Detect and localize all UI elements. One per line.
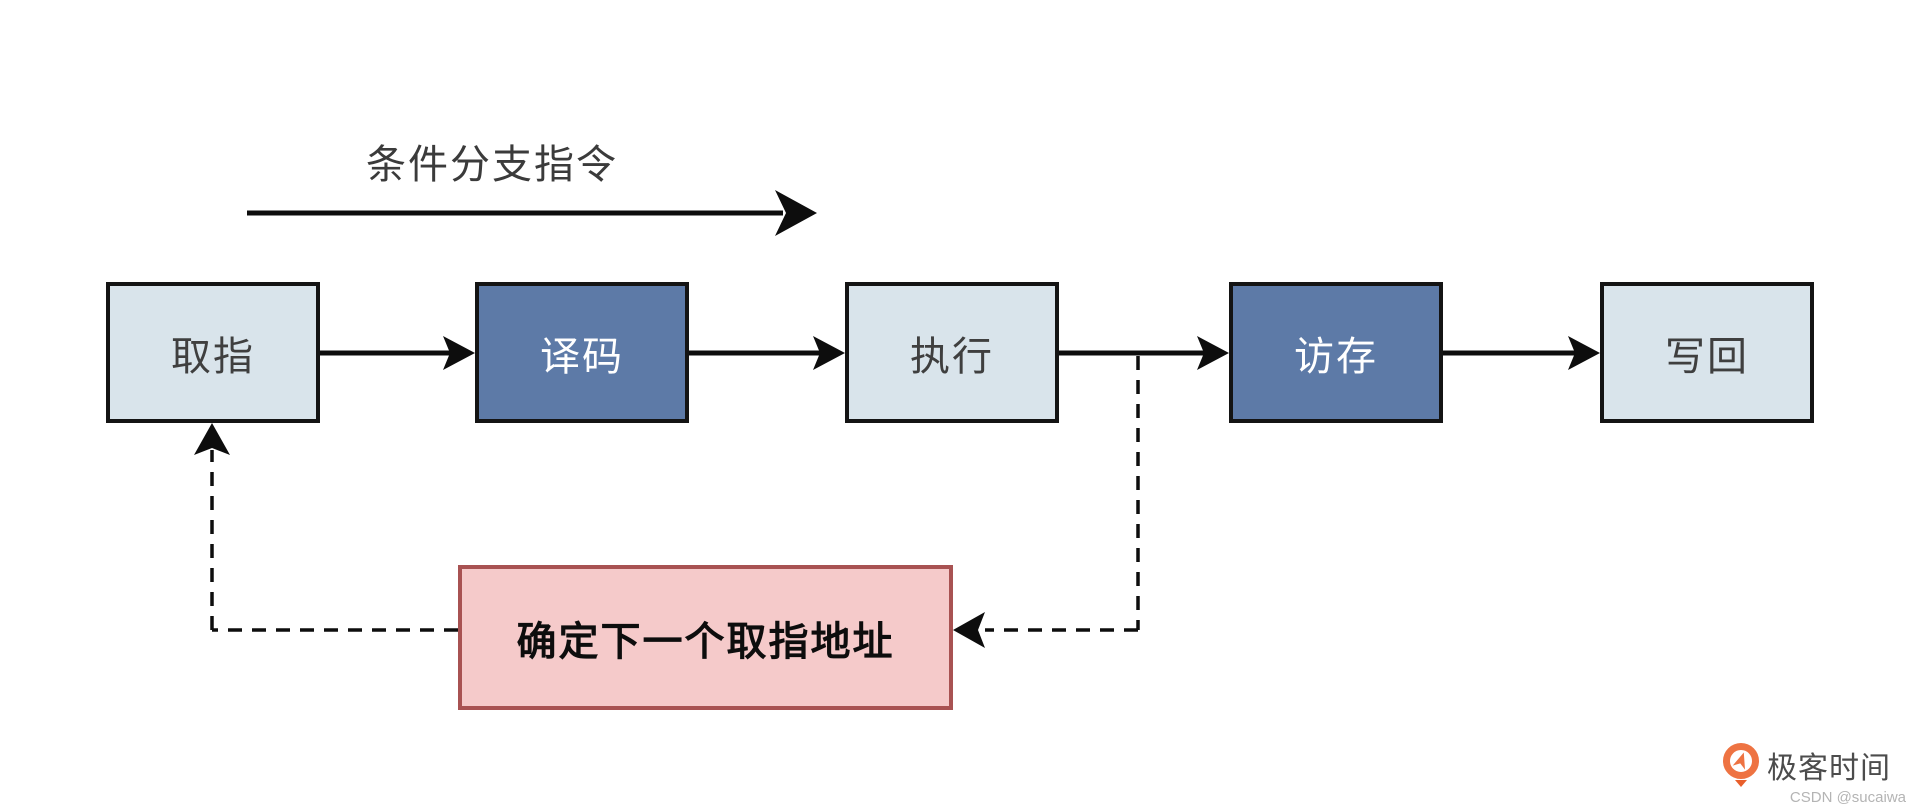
- stage-decode-label: 译码: [540, 334, 624, 379]
- stage-fetch-label: 取指: [171, 334, 255, 379]
- watermark: 极客时间 CSDN @sucaiwa: [1722, 742, 1906, 806]
- arrow-fetch-to-decode: [320, 336, 475, 370]
- stage-execute: 执行: [845, 282, 1059, 423]
- csdn-credit-text: CSDN @sucaiwa: [1789, 789, 1906, 806]
- stage-writeback: 写回: [1600, 282, 1814, 423]
- stage-fetch: 取指: [106, 282, 320, 423]
- geektime-logo-icon: [1723, 743, 1759, 787]
- geektime-brand-text: 极客时间: [1767, 752, 1891, 785]
- stage-writeback-label: 写回: [1665, 334, 1749, 379]
- next-fetch-address-label: 确定下一个取指地址: [516, 619, 895, 664]
- stage-decode: 译码: [475, 282, 689, 423]
- branch-instruction-label: 条件分支指令: [366, 143, 618, 187]
- next-fetch-address-box: 确定下一个取指地址: [458, 565, 953, 710]
- stage-execute-label: 执行: [910, 334, 994, 379]
- arrow-decode-to-execute: [689, 336, 845, 370]
- arrow-memory-to-writeback: [1443, 336, 1600, 370]
- branch-arrow: [247, 190, 817, 236]
- arrow-execute-to-memory: [1059, 336, 1229, 370]
- stage-memory-label: 访存: [1294, 334, 1378, 379]
- stage-memory: 访存: [1229, 282, 1443, 423]
- dashed-feedback-to-fetch: [194, 423, 458, 632]
